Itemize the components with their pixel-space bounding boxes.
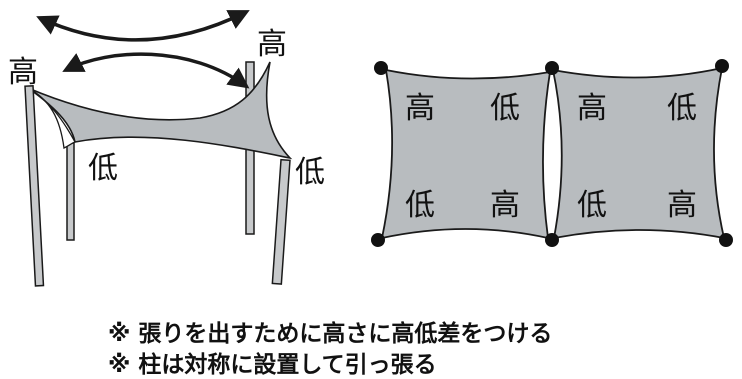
sq1-bottom-left: 低 [405,188,435,223]
pole-front-right [271,158,291,285]
corner-point [371,233,385,247]
corner-point [545,233,559,247]
sq2-top-right: 低 [667,91,697,126]
pole-front-left [24,85,45,287]
curved-double-arrow-icon [62,52,250,89]
label-high-left: 高 [8,55,38,90]
corner-point [719,233,733,247]
sail-underside [27,87,76,149]
pole-back-left [66,142,75,241]
note-symmetric-poles: ※ 柱は対称に設置して引っ張る [108,352,437,378]
sail-top-view-figure: 高 低 低 高 高 低 低 高 [371,59,733,247]
sq1-bottom-right: 高 [490,188,520,223]
sq2-top-left: 高 [577,91,607,126]
corner-point [374,61,388,75]
corner-point [545,61,559,75]
label-high-right: 高 [257,27,287,62]
sq2-bottom-left: 低 [577,188,607,223]
sq1-top-left: 高 [405,91,435,126]
label-low-right: 低 [295,155,325,190]
corner-point [715,59,729,73]
note-height-difference: ※ 張りを出すために高さに高低差をつける [108,321,553,347]
label-low-center: 低 [88,151,118,186]
sq2-bottom-right: 高 [667,188,697,223]
sail-perspective-figure: 高 高 低 低 [8,10,325,287]
curved-double-arrow-icon [36,10,250,42]
sq1-top-right: 低 [490,91,520,126]
